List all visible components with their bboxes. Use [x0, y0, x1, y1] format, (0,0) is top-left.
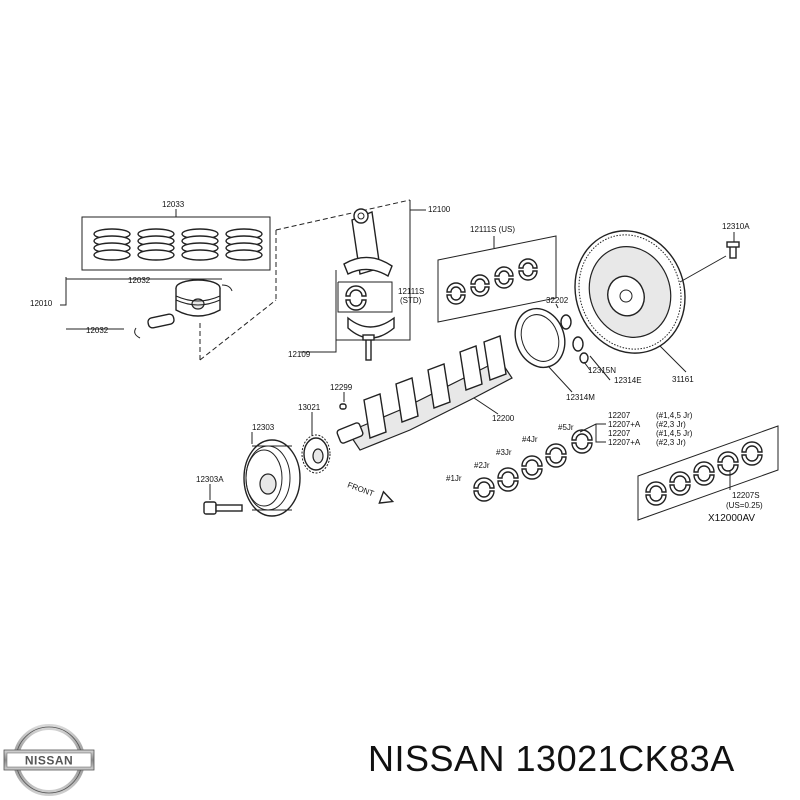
main-bearing-us-shell: [669, 471, 691, 496]
rod-bearing-shell: [446, 282, 466, 305]
main-bearing-us-shell: [645, 481, 667, 506]
flywheel: [574, 230, 686, 354]
crankshaft: [336, 335, 513, 451]
label-12100: 12100: [428, 205, 451, 214]
label-13021: 13021: [298, 403, 321, 412]
label-front: FRONT: [346, 480, 375, 498]
pilot-bearing: [560, 314, 589, 364]
label-12200: 12200: [492, 414, 515, 423]
label-12207-b: 12207: [608, 429, 631, 438]
main-bearing-shell: [545, 443, 567, 468]
label-12207s: 12207S: [732, 491, 760, 500]
label-12299: 12299: [330, 383, 353, 392]
label-12303a: 12303A: [196, 475, 224, 484]
flywheel-bolt: [726, 241, 740, 259]
rod-bearing-shell: [518, 258, 538, 281]
label-12207a-a: 12207+A: [608, 420, 641, 429]
rod-bearing-std: [345, 285, 367, 311]
label-12303: 12303: [252, 423, 275, 432]
label-12032-bottom: 12032: [86, 326, 109, 335]
crank-pulley: [243, 439, 301, 517]
label-12111s-us: 12111S (US): [470, 225, 515, 234]
label-12207-a: 12207: [608, 411, 631, 420]
part-number-title: NISSAN 13021CK83A: [368, 738, 735, 779]
rod-cap: [347, 316, 395, 339]
label-jr2: #2Jr: [474, 461, 490, 470]
label-12314m: 12314M: [566, 393, 595, 402]
label-12207-a-note: (#1,4,5 Jr): [656, 411, 693, 420]
nissan-logo: NISSAN: [3, 724, 95, 796]
piston-pin: [147, 313, 175, 329]
pulley-bolt: [203, 501, 243, 515]
label-jr3: #3Jr: [496, 448, 512, 457]
main-bearing-shell: [473, 477, 495, 502]
woodruff-key: [339, 403, 347, 410]
main-bearings: [473, 429, 593, 502]
label-jr1: #1Jr: [446, 474, 462, 483]
piston-rings: [93, 228, 263, 261]
main-bearings-us: [645, 441, 763, 506]
label-12010: 12010: [30, 299, 53, 308]
label-32202: 32202: [546, 296, 569, 305]
rod-bearing-shell: [494, 266, 514, 289]
piston: [175, 279, 221, 317]
connecting-rod: [343, 208, 393, 278]
ring-stack-4: [225, 228, 263, 261]
main-bearing-us-shell: [741, 441, 763, 466]
rod-bolt: [362, 334, 375, 361]
crank-web: [483, 335, 507, 381]
label-us-025: (US=0.25): [726, 501, 763, 510]
label-12032-top: 12032: [128, 276, 151, 285]
label-12314e: 12314E: [614, 376, 642, 385]
crank-sprocket: [301, 434, 331, 474]
main-bearing-us-shell: [717, 451, 739, 476]
crank-web: [363, 393, 387, 439]
rod-bearings-us: [446, 258, 538, 305]
main-bearing-us-shell: [693, 461, 715, 486]
label-12033: 12033: [162, 200, 185, 209]
piston-ring: [93, 249, 131, 261]
snap-ring-upper: [221, 284, 233, 292]
label-jr5: #5Jr: [558, 423, 574, 432]
ring-stack-3: [181, 228, 219, 261]
label-12111s-std: 12111S: [398, 287, 424, 296]
figure-code: X12000AV: [708, 513, 755, 524]
ring-stack-1: [93, 228, 131, 261]
label-31161: 31161: [672, 375, 694, 384]
piston-ring: [225, 249, 263, 261]
ring-stack-2: [137, 228, 175, 261]
label-12109: 12109: [288, 350, 311, 359]
label-jr4: #4Jr: [522, 435, 538, 444]
main-bearing-shell: [521, 455, 543, 480]
label-12207a-b-note: (#2,3 Jr): [656, 438, 686, 447]
piston-ring: [181, 249, 219, 261]
label-12310a: 12310A: [722, 222, 750, 231]
main-bearing-shell: [497, 467, 519, 492]
nissan-logo-text: NISSAN: [25, 754, 73, 768]
piston-ring: [137, 249, 175, 261]
crank-web: [395, 377, 419, 423]
piston-ring-set-box: [81, 209, 271, 271]
crank-web: [459, 345, 483, 391]
label-12207-b-note: (#1,4,5 Jr): [656, 429, 693, 438]
rod-bearing-std-box: [337, 281, 393, 313]
snap-ring-lower: [134, 327, 141, 339]
label-12207a-b: 12207+A: [608, 438, 641, 447]
crank-web: [427, 363, 451, 409]
front-arrow-icon: [378, 490, 395, 504]
main-bearing-shell: [571, 429, 593, 454]
label-std: (STD): [400, 296, 422, 305]
drive-plate: [514, 307, 566, 369]
label-12207a-a-note: (#2,3 Jr): [656, 420, 686, 429]
rod-bearing-shell: [470, 274, 490, 297]
